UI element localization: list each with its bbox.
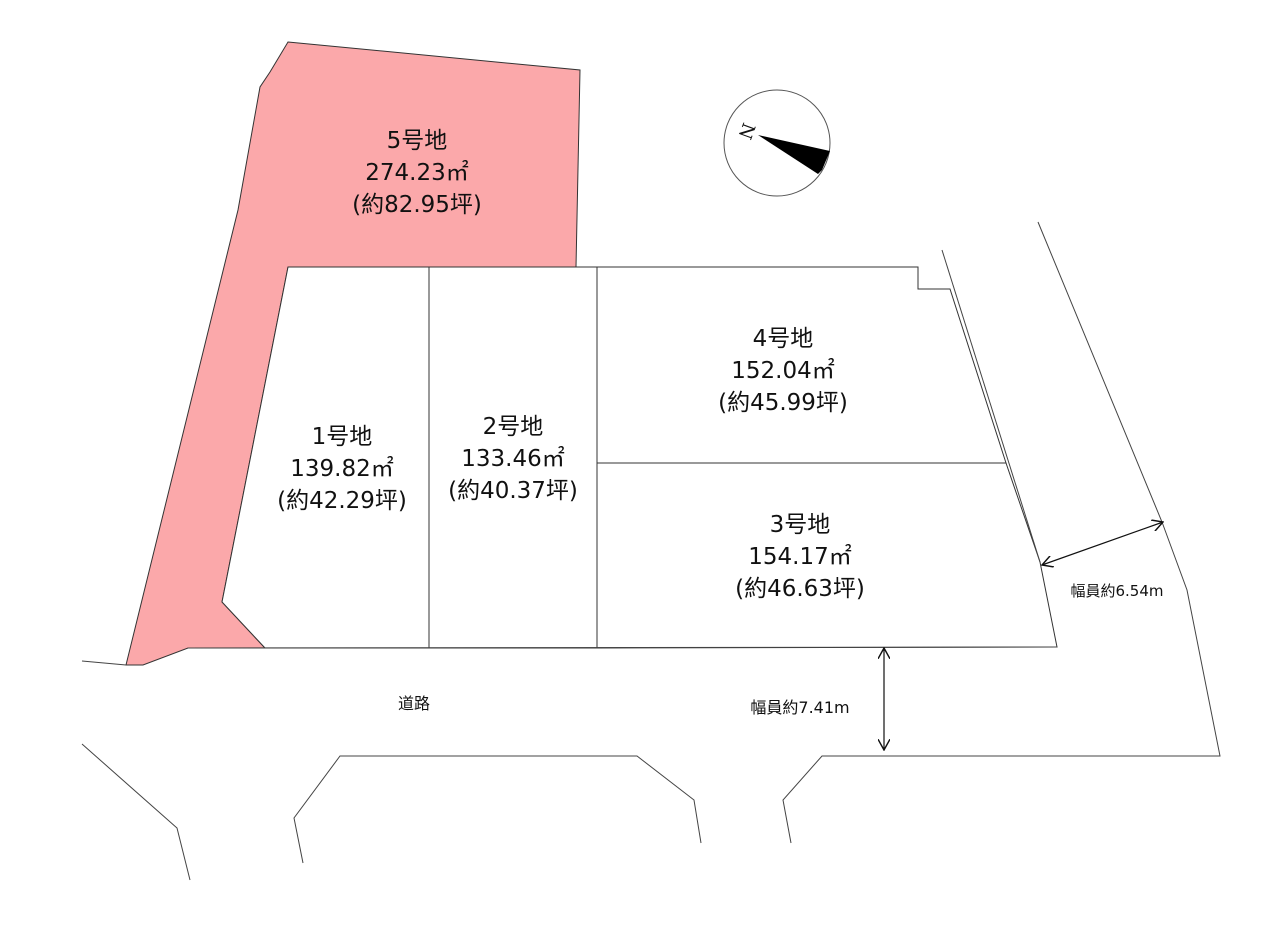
lot-name: 2号地 (483, 414, 544, 440)
lot-2-label: 2号地 133.46㎡ (約40.37坪) (448, 414, 578, 504)
side-road-width-label: 幅員約6.54m (1070, 582, 1163, 600)
lot-tsubo: (約42.29坪) (277, 488, 407, 514)
main-road-width-label: 幅員約7.41m (750, 698, 849, 717)
lot-area: 152.04㎡ (731, 358, 834, 384)
lot-tsubo: (約45.99坪) (718, 390, 848, 416)
lot-4-label: 4号地 152.04㎡ (約45.99坪) (718, 326, 848, 416)
lot-area: 139.82㎡ (290, 456, 393, 482)
lot-3-label: 3号地 154.17㎡ (約46.63坪) (735, 512, 865, 602)
road-edge-line (187, 646, 1058, 649)
road-edge-line (81, 660, 127, 666)
road-edge-line (81, 743, 191, 881)
lot-name: 3号地 (770, 512, 831, 538)
lot-name: 1号地 (312, 424, 373, 450)
lot-area: 133.46㎡ (461, 446, 564, 472)
lot-tsubo: (約40.37坪) (448, 478, 578, 504)
lot-tsubo: (約46.63坪) (735, 576, 865, 602)
lot-name: 5号地 (387, 128, 448, 154)
lot-tsubo: (約82.95坪) (352, 192, 482, 218)
lot-3-shape[interactable] (596, 462, 1058, 649)
road-label: 道路 (398, 694, 430, 713)
lot-area: 274.23㎡ (365, 160, 468, 186)
lot-1-label: 1号地 139.82㎡ (約42.29坪) (277, 424, 407, 514)
compass-north-label: N (734, 120, 759, 142)
road-edge-line (941, 249, 1041, 563)
north-compass-icon: N (723, 89, 831, 197)
road-edge-line (293, 755, 702, 864)
lot-5-label: 5号地 274.23㎡ (約82.95坪) (352, 128, 482, 218)
side-road-width-arrow (1042, 522, 1163, 565)
lot-area: 154.17㎡ (748, 544, 851, 570)
lot-name: 4号地 (753, 326, 814, 352)
